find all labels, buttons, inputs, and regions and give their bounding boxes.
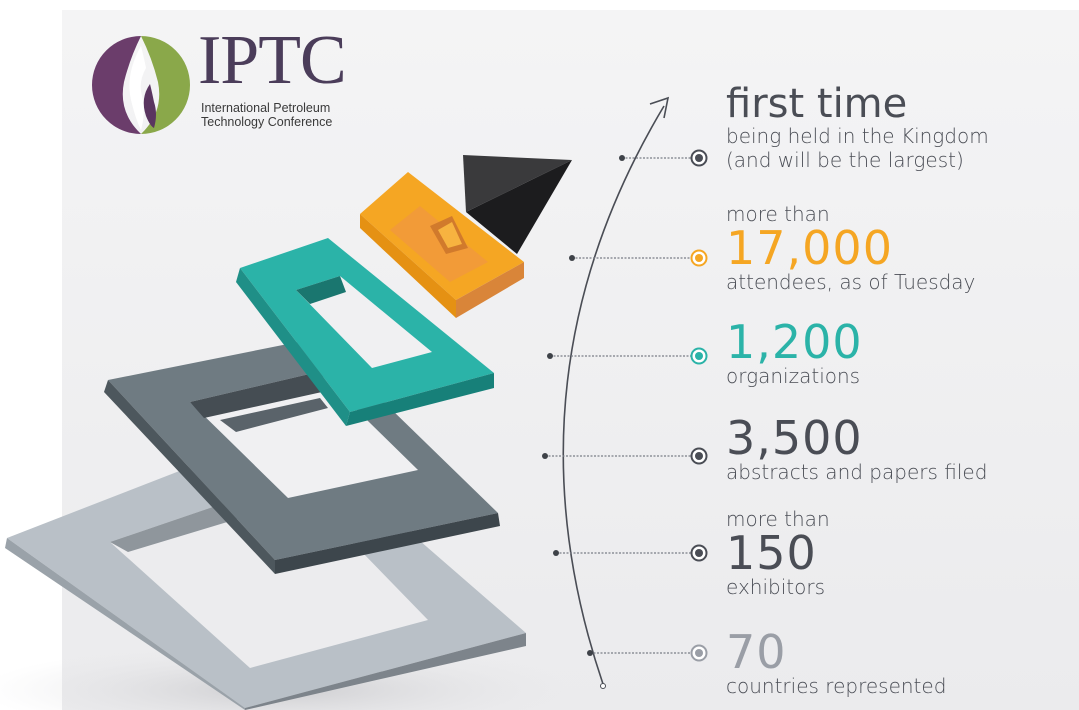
frame-dark-icon [104,338,500,574]
iptc-logo: IPTC International Petroleum Technology … [88,26,388,142]
stat-number: 17,000 [726,221,893,275]
stat-heading: first time [726,81,908,127]
flame-logo-icon [92,36,190,134]
stat-number: 1,200 [726,315,863,369]
stat-organizations: 1,200 organizations [726,315,863,388]
timeline-arc [562,105,665,685]
stat-exhibitors: more than 150 exhibitors [726,507,830,599]
logo-subtitle: International Petroleum Technology Confe… [201,101,333,129]
pyramid-icon [463,155,572,254]
stat-abstracts: 3,500 abstracts and papers filed [726,411,988,484]
stat-label: organizations [726,364,861,388]
timeline-connectors [545,157,692,654]
stat-number: 3,500 [726,411,863,465]
stat-prefix: more than [726,202,830,226]
stat-first-time: first time being held in the Kingdom (an… [726,84,989,172]
stat-label: attendees, as of Tuesday [726,270,976,294]
stat-prefix: more than [726,507,830,531]
stat-countries: 70 countries represented [726,625,947,698]
stat-number: 70 [726,625,787,679]
arrow-head-icon [649,96,670,119]
frame-bottom-icon [5,428,526,710]
frame-orange-icon [360,172,524,318]
frame-teal-icon [236,238,494,426]
stat-line: being held in the Kingdom [726,124,989,148]
logo-title: IPTC [198,22,347,99]
stat-label: abstracts and papers filed [726,460,988,484]
stat-label: countries represented [726,674,947,698]
stat-number: 150 [726,526,817,580]
stat-line: (and will be the largest) [726,148,964,172]
stat-label: exhibitors [726,575,825,599]
stat-attendees: more than 17,000 attendees, as of Tuesda… [726,202,975,294]
